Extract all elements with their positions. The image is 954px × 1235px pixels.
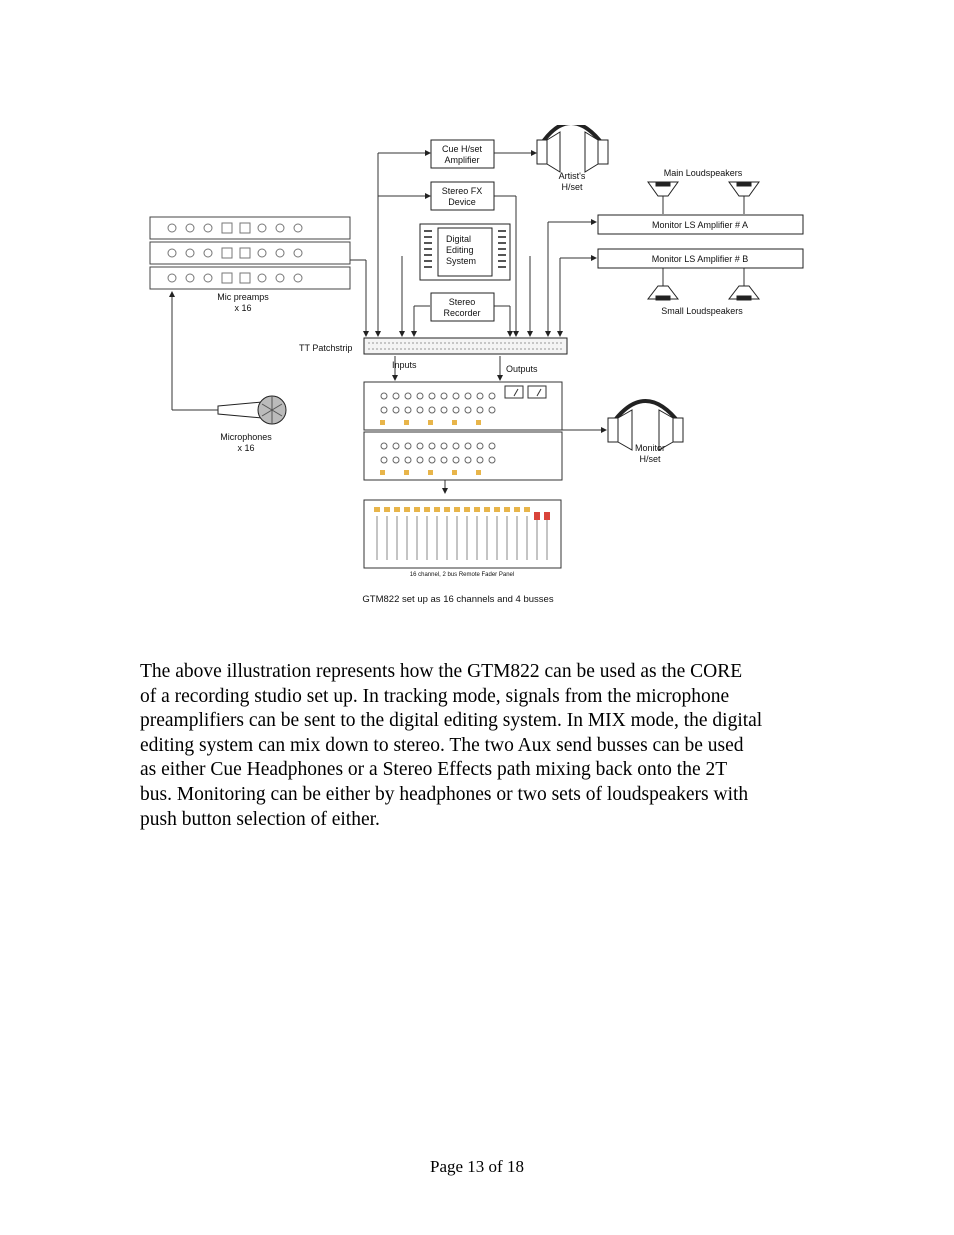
paragraph-line: The above illustration represents how th…	[140, 661, 743, 682]
artist-hset-label-2: H/set	[561, 182, 583, 192]
paragraph-line: bus. Monitoring can be either by headpho…	[140, 783, 749, 805]
digital-editing-label-2: Editing	[446, 245, 474, 255]
stereo-recorder-label-2: Recorder	[443, 308, 480, 318]
studio-setup-diagram: Cue H/set Amplifier Artist's H/set Stere…	[149, 125, 804, 605]
main-loudspeaker-left-icon	[647, 181, 679, 197]
mic-preamps-label-2: x 16	[234, 303, 251, 313]
page-number: Page 13 of 18	[430, 1157, 524, 1176]
small-loudspeakers-label: Small Loudspeakers	[661, 306, 743, 316]
remote-fader-panel	[363, 499, 562, 569]
mic-preamps-rack	[149, 216, 351, 290]
stereo-fx-box: Stereo FX Device	[430, 181, 495, 211]
fader-panel-label: 16 channel, 2 bus Remote Fader Panel	[410, 572, 514, 578]
artist-headphones-icon	[536, 125, 609, 173]
digital-editing-label-3: System	[446, 256, 476, 266]
body-paragraph: The above illustration represents how th…	[140, 660, 845, 832]
stereo-recorder-box: Stereo Recorder	[430, 292, 495, 322]
amplifier-b-unit: Monitor LS Amplifier # B	[597, 248, 804, 269]
outputs-label: Outputs	[506, 364, 538, 374]
stereo-fx-label-2: Device	[448, 197, 476, 207]
amp-b-label: Monitor LS Amplifier # B	[652, 254, 749, 264]
diagram-caption: GTM822 set up as 16 channels and 4 busse…	[362, 594, 553, 605]
amp-a-label: Monitor LS Amplifier # A	[652, 220, 748, 230]
stereo-recorder-label-1: Stereo	[449, 297, 476, 307]
artist-hset-label-1: Artist's	[559, 171, 586, 181]
small-loudspeaker-right-icon	[727, 285, 761, 301]
paragraph-line: as either Cue Headphones or a Stereo Eff…	[140, 759, 728, 781]
small-loudspeaker-left-icon	[646, 285, 680, 301]
cue-amp-label-1: Cue H/set	[442, 144, 483, 154]
paragraph-line: of a recording studio set up. In trackin…	[140, 685, 730, 707]
monitor-hset-label-1: Monitor	[635, 443, 665, 453]
paragraph-line: editing system can mix down to stereo. T…	[140, 734, 744, 756]
tt-patchstrip	[363, 337, 568, 355]
inputs-label: Inputs	[392, 360, 417, 370]
gtm822-console	[363, 381, 563, 481]
microphones-label-1: Microphones	[220, 432, 272, 442]
paragraph-line: preamplifiers can be sent to the digital…	[140, 710, 763, 732]
microphone-icon	[217, 395, 287, 425]
main-loudspeakers-label: Main Loudspeakers	[664, 168, 743, 178]
amplifier-a-unit: Monitor LS Amplifier # A	[597, 214, 804, 235]
paragraph-line: push button selection of either.	[140, 808, 380, 830]
digital-editing-label-1: Digital	[446, 234, 471, 244]
cue-amplifier-box: Cue H/set Amplifier	[430, 139, 495, 169]
monitor-headphones-icon	[607, 399, 684, 451]
digital-editing-system-box: Digital Editing System	[419, 223, 511, 281]
monitor-hset-label-2: H/set	[639, 454, 661, 464]
mic-preamps-label-1: Mic preamps	[217, 292, 269, 302]
microphones-label-2: x 16	[237, 443, 254, 453]
tt-patchstrip-label: TT Patchstrip	[299, 343, 352, 353]
stereo-fx-label-1: Stereo FX	[442, 186, 483, 196]
signal-lines	[169, 150, 745, 494]
main-loudspeaker-right-icon	[728, 181, 760, 197]
cue-amp-label-2: Amplifier	[444, 155, 479, 165]
